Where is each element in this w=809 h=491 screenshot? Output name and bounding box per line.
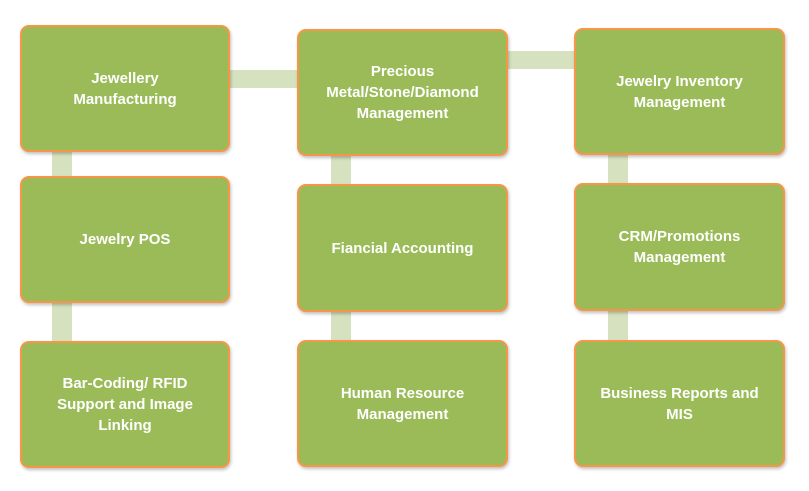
connector-manufacturing-to-precious-metal [228, 70, 302, 88]
box-label: Business Reports and MIS [600, 384, 759, 423]
box-jewellery-manufacturing: Jewellery Manufacturing [20, 25, 230, 152]
box-financial-accounting: Fiancial Accounting [297, 184, 508, 312]
connector-precious-metal-to-accounting [331, 154, 351, 186]
box-label: Human Resource Management [340, 384, 465, 423]
connector-pos-to-barcoding [52, 301, 72, 343]
box-label: Jewelry POS [79, 231, 171, 248]
box-label: Precious Metal/Stone/Diamond Management [326, 63, 479, 122]
box-jewelry-inventory-management: Jewelry Inventory Management [574, 28, 785, 155]
box-label: Jewelry Inventory Management [616, 72, 743, 111]
box-barcoding-rfid: Bar-Coding/ RFID Support and Image Linki… [20, 341, 230, 468]
box-label: Bar-Coding/ RFID Support and Image Linki… [57, 375, 193, 434]
connector-inventory-to-crm [608, 153, 628, 185]
connector-manufacturing-to-pos [52, 150, 72, 178]
box-business-reports-mis: Business Reports and MIS [574, 340, 785, 467]
box-label: CRM/Promotions Management [618, 228, 741, 266]
box-label: Jewellery Manufacturing [73, 69, 177, 108]
box-human-resource-management: Human Resource Management [297, 340, 508, 467]
connector-crm-to-business-reports [608, 309, 628, 342]
connector-precious-metal-to-inventory [506, 51, 578, 69]
box-jewelry-pos: Jewelry POS [20, 176, 230, 303]
box-label: Fiancial Accounting [331, 239, 474, 257]
connector-accounting-to-hr [331, 310, 351, 342]
box-precious-metal-management: Precious Metal/Stone/Diamond Management [297, 29, 508, 156]
box-crm-promotions-management: CRM/Promotions Management [574, 183, 785, 311]
